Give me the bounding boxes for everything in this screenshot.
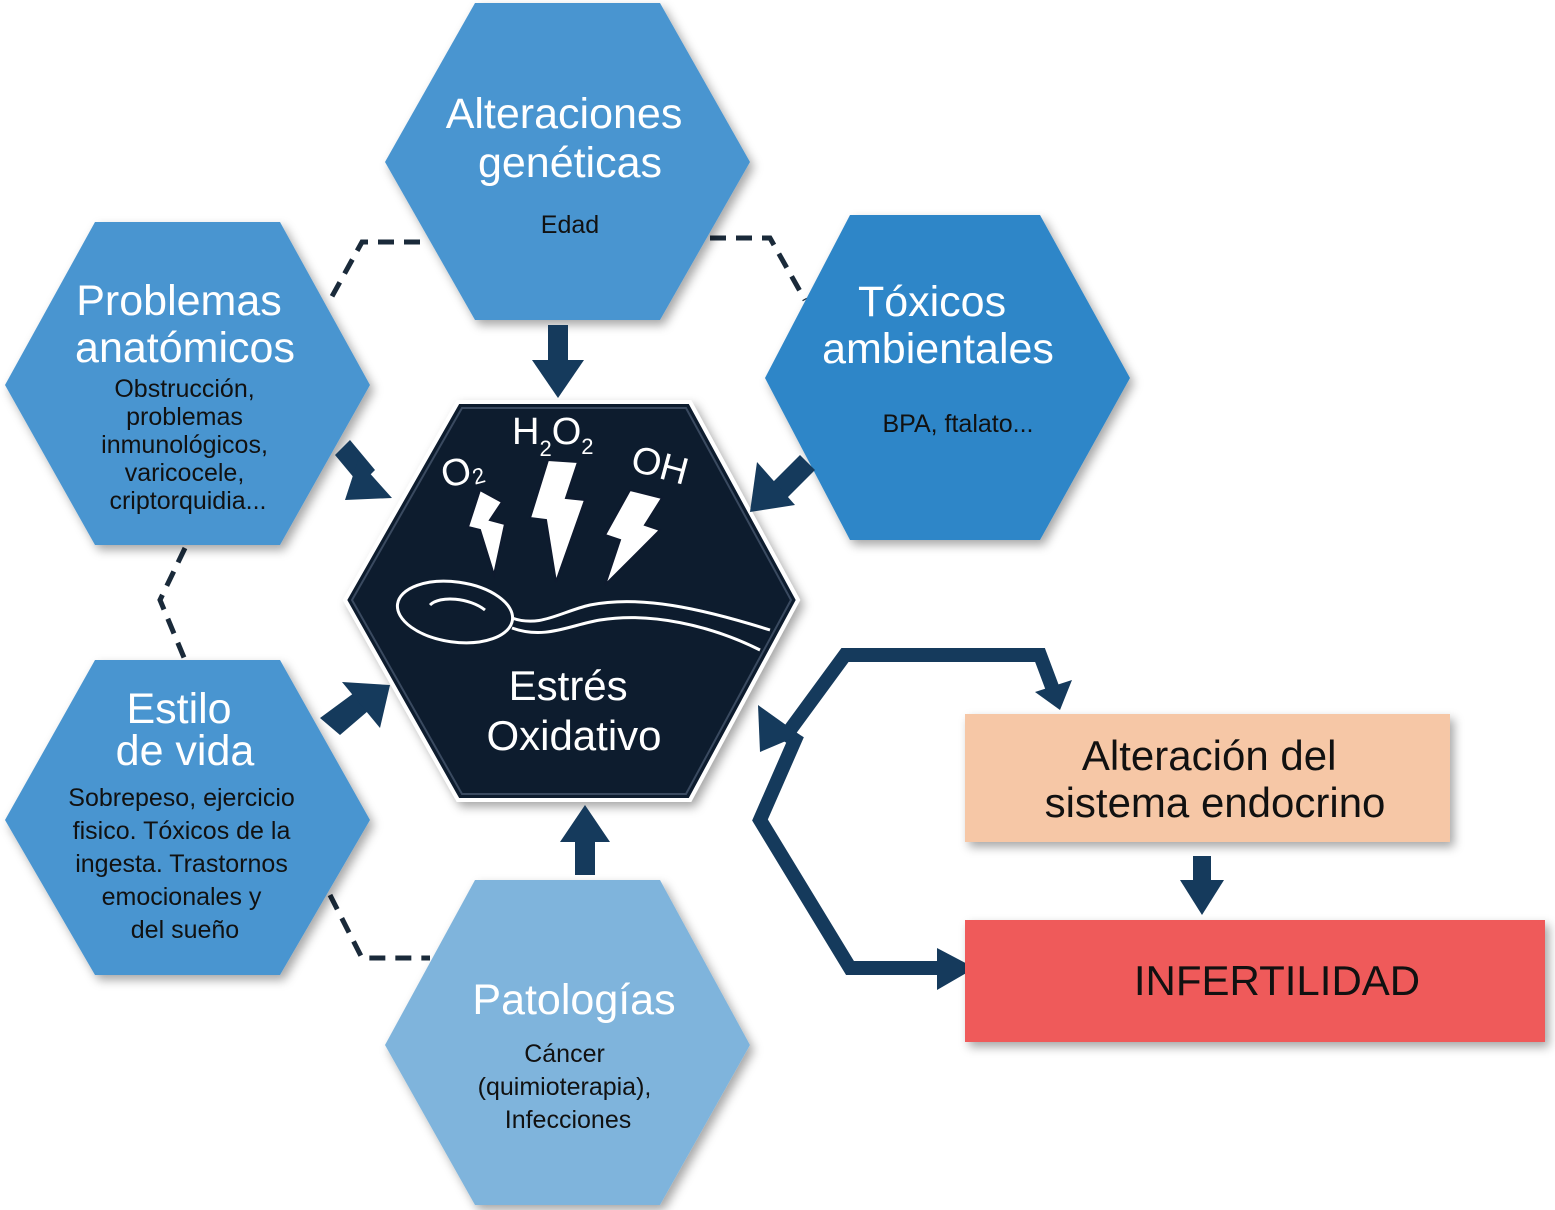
- outcome-arrowheads: [758, 680, 1072, 990]
- lightning-bolt-icon: [466, 458, 664, 586]
- pathologies-title: Patologías: [472, 976, 675, 1024]
- connector-genetic-anatomic: [327, 239, 420, 302]
- endocrine-alteration-label: Alteración del sistema endocrino: [1045, 732, 1386, 826]
- hexagon-genetic-alterations: [385, 3, 750, 320]
- toxic-title: Tóxicos ambientales: [822, 278, 1054, 373]
- connector-anatomic-lifestyle: [157, 546, 188, 661]
- arrow-from-lifestyle: [320, 682, 390, 735]
- lifestyle-detail: Sobrepeso, ejercicio fisico. Tóxicos de …: [68, 784, 301, 944]
- endocrine-alteration-box: [965, 714, 1450, 842]
- sperm-icon: [395, 579, 771, 652]
- center-title: Estrés Oxidativo: [486, 662, 661, 759]
- connector-genetic-toxic: [710, 235, 808, 302]
- connector-lifestyle-pathologies: [327, 893, 430, 961]
- arrow-to-infertility: [752, 714, 945, 975]
- pathologies-detail: Cáncer (quimioterapia), Infecciones: [478, 1040, 659, 1134]
- hexagon-environmental-toxics: [765, 215, 1130, 540]
- hexagon-pathologies: [385, 880, 750, 1205]
- dashed-connectors: [157, 235, 808, 961]
- arrow-from-genetic: [532, 325, 584, 398]
- hexagon-lifestyle: [5, 660, 370, 975]
- anatomic-title: Problemas anatómicos: [75, 277, 295, 372]
- infertility-label: INFERTILIDAD: [1134, 957, 1420, 1004]
- lifestyle-title: Estilo de vida: [116, 685, 255, 775]
- toxic-detail: BPA, ftalato...: [882, 410, 1033, 438]
- genetic-detail: Edad: [541, 211, 599, 239]
- center-hexagon-inner-border: [350, 407, 793, 795]
- arrow-from-toxic: [750, 455, 815, 512]
- arrow-from-anatomic: [335, 440, 392, 500]
- arrow-endocrine-to-infertility: [1180, 856, 1224, 915]
- anatomic-detail: Obstrucción, problemas inmunológicos, va…: [101, 375, 275, 515]
- hexagon-anatomical-problems: [5, 222, 370, 545]
- arrow-from-pathologies: [560, 805, 610, 875]
- genetic-title: Alteraciones genéticas: [446, 90, 695, 187]
- arrow-to-endocrine: [784, 648, 1062, 735]
- infertility-box: [965, 920, 1545, 1042]
- inward-arrows: [320, 325, 815, 875]
- h2o2-label: H2O2: [512, 411, 594, 461]
- hexagon-oxidative-stress: [342, 400, 801, 802]
